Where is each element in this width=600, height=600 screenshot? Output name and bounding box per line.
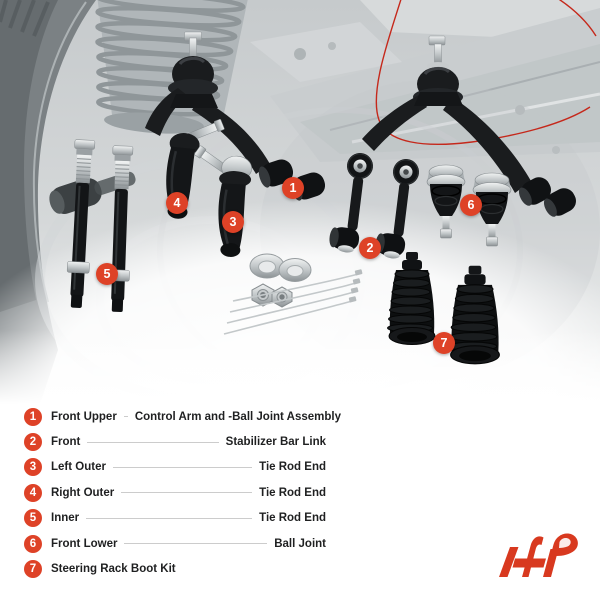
legend-right-label: Control Arm and -Ball Joint Assembly <box>134 410 341 423</box>
legend-right-label: Tie Rod End <box>259 512 326 525</box>
inner-tie-rods <box>66 139 134 313</box>
parts-scene <box>0 0 600 404</box>
mounting-hardware <box>223 253 363 335</box>
legend-badge-3: 3 <box>24 458 42 477</box>
tire-tread-lines <box>0 0 50 37</box>
legend-row: 4 Right Outer Tie Rod End <box>24 480 326 505</box>
steering-rack-boots <box>387 252 500 365</box>
legend-right-label: Stabilizer Bar Link <box>225 436 326 449</box>
legend-connector-line <box>124 543 268 545</box>
photo-badge-1: 1 <box>282 177 304 199</box>
legend-right-label: Ball Joint <box>274 537 326 550</box>
lower-ball-joints <box>426 164 512 247</box>
legend-left-label: Front <box>51 436 81 449</box>
stabilizer-bar-links <box>329 153 419 259</box>
zip-ties <box>223 273 359 335</box>
legend-badge-7: 7 <box>24 560 42 579</box>
legend-left-label: Left Outer <box>51 461 106 474</box>
legend-connector-line <box>121 492 253 494</box>
ap-logo-icon <box>496 531 580 578</box>
legend-row: 6 Front Lower Ball Joint <box>24 531 326 556</box>
upper-control-arm-right <box>362 35 577 217</box>
legend-row: 5 Inner Tie Rod End <box>24 506 326 531</box>
legend-left-label: Steering Rack Boot Kit <box>51 563 176 576</box>
parts-legend: 1 Front Upper Control Arm and -Ball Join… <box>24 404 341 582</box>
legend-left-label: Front Upper <box>51 410 117 423</box>
parts-photo <box>0 0 600 404</box>
legend-badge-4: 4 <box>24 483 42 502</box>
photo-badge-3: 3 <box>222 211 244 233</box>
photo-badge-4: 4 <box>166 192 188 214</box>
legend-badge-2: 2 <box>24 433 42 452</box>
legend-badge-1: 1 <box>24 407 42 426</box>
legend-left-label: Front Lower <box>51 537 118 550</box>
legend-right-label: Tie Rod End <box>259 486 326 499</box>
legend-row: 3 Left Outer Tie Rod End <box>24 455 326 480</box>
legend-left-label: Right Outer <box>51 486 115 499</box>
legend-row: 7 Steering Rack Boot Kit <box>24 556 326 581</box>
legend-right-label: Tie Rod End <box>259 461 326 474</box>
photo-badge-5: 5 <box>96 263 118 285</box>
legend-connector-line <box>112 466 253 468</box>
legend-badge-5: 5 <box>24 509 42 528</box>
bottom-fade <box>0 330 600 404</box>
legend-row: 1 Front Upper Control Arm and -Ball Join… <box>24 404 341 429</box>
legend-row: 2 Front Stabilizer Bar Link <box>24 429 326 454</box>
red-accent-curve <box>375 0 597 146</box>
legend-connector-line <box>123 416 128 418</box>
photo-badge-7: 7 <box>433 332 455 354</box>
photo-badge-6: 6 <box>460 194 482 216</box>
legend-left-label: Inner <box>51 512 80 525</box>
photo-badge-2: 2 <box>359 237 381 259</box>
legend-badge-6: 6 <box>24 534 42 553</box>
legend-connector-line <box>87 441 219 443</box>
legend-connector-line <box>86 517 253 519</box>
